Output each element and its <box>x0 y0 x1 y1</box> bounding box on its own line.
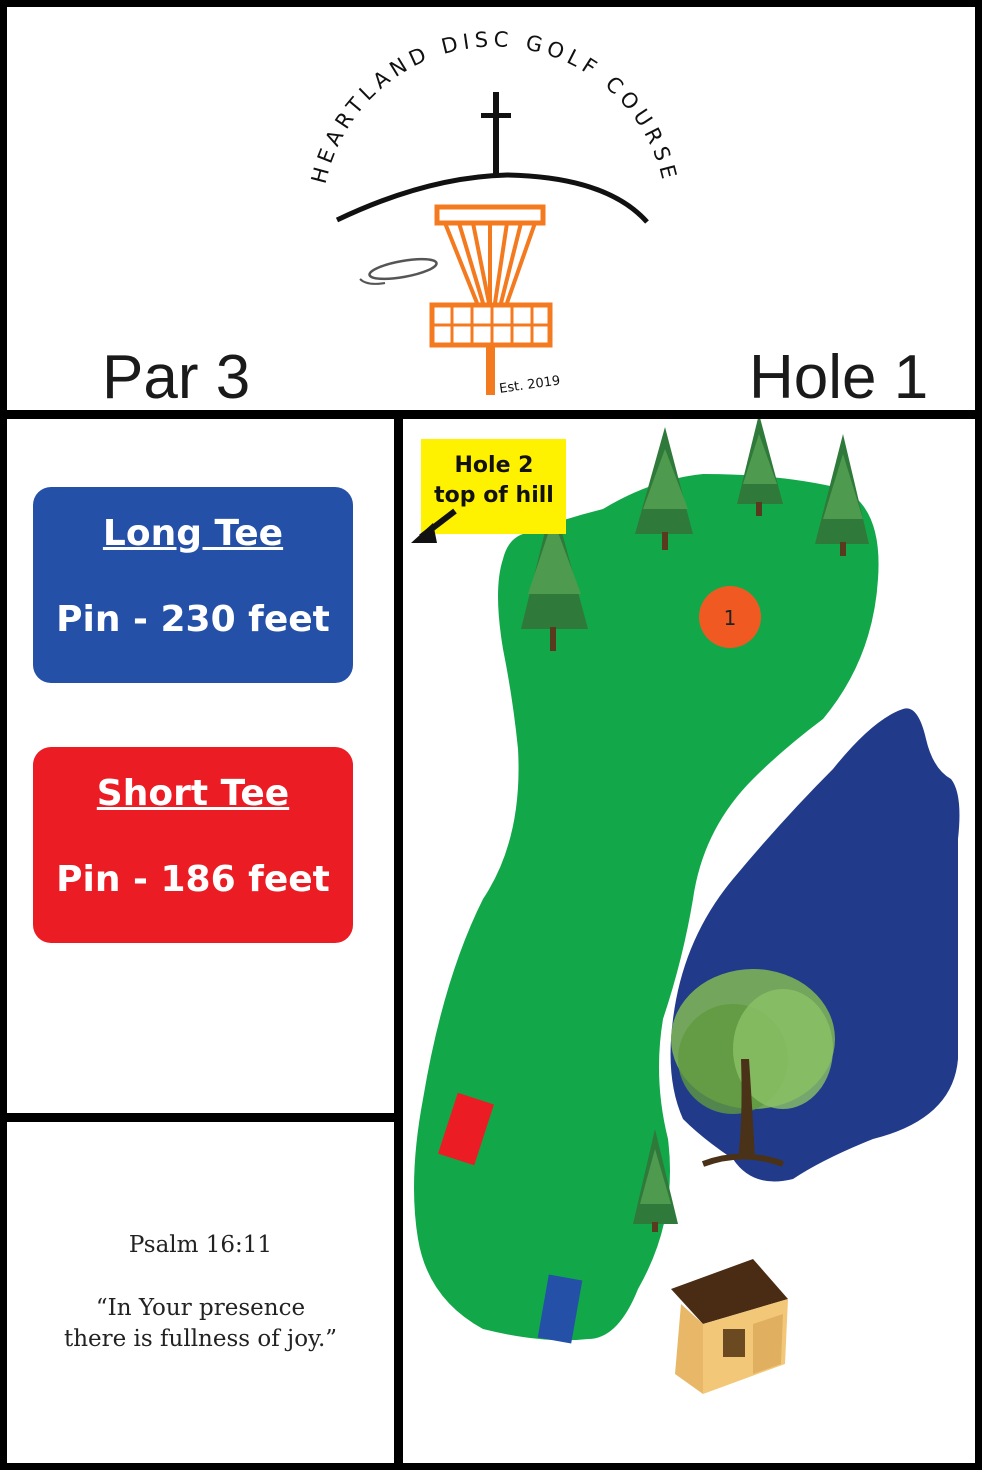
par-label: Par 3 <box>102 343 251 410</box>
pine-tree-icon <box>633 1129 678 1232</box>
pine-tree-icon <box>521 499 588 651</box>
arrow-icon <box>411 508 457 543</box>
hole-map: 1 Hole 2 top of hill <box>411 419 960 1394</box>
cross-icon <box>481 92 511 174</box>
shed-icon <box>671 1259 788 1394</box>
course-logo: HEARTLAND DISC GOLF COURSE Est. 2019 <box>307 27 677 396</box>
basket-number: 1 <box>724 606 737 630</box>
short-tee-title: Short Tee <box>96 773 290 814</box>
long-tee-card: Long Tee Pin - 230 feet <box>33 487 353 683</box>
tee-info-panel: Long Tee Pin - 230 feet Short Tee Pin - … <box>7 419 394 1113</box>
disc-golf-basket-icon <box>429 204 553 395</box>
verse-reference: Psalm 16:11 <box>128 1232 273 1258</box>
header-panel: HEARTLAND DISC GOLF COURSE Est. 2019 Par… <box>7 7 975 410</box>
verse-line-1: “In Your presence <box>95 1295 306 1321</box>
hole-label: Hole 1 <box>749 343 929 410</box>
pine-tree-icon <box>815 434 869 556</box>
pine-tree-icon <box>737 419 783 516</box>
sign-line-2: top of hill <box>434 483 554 508</box>
short-tee-pad <box>438 1092 494 1166</box>
hole-map-panel: 1 Hole 2 top of hill <box>403 419 975 1463</box>
flying-disc-icon <box>359 257 438 285</box>
verse-line-2: there is fullness of joy.” <box>63 1326 338 1352</box>
sign-line-1: Hole 2 <box>455 453 534 478</box>
basket-marker: 1 <box>699 586 761 648</box>
fairway <box>414 474 879 1341</box>
short-tee-distance: Pin - 186 feet <box>56 859 330 900</box>
hill-icon <box>335 172 649 224</box>
logo-established: Est. 2019 <box>498 373 561 396</box>
long-tee-title: Long Tee <box>102 513 284 554</box>
pine-tree-icon <box>635 427 693 550</box>
long-tee-pad <box>537 1274 583 1344</box>
long-tee-distance: Pin - 230 feet <box>56 599 330 640</box>
verse-panel: Psalm 16:11 “In Your presence there is f… <box>7 1122 394 1463</box>
short-tee-card: Short Tee Pin - 186 feet <box>33 747 353 943</box>
willow-tree-icon <box>671 969 835 1167</box>
